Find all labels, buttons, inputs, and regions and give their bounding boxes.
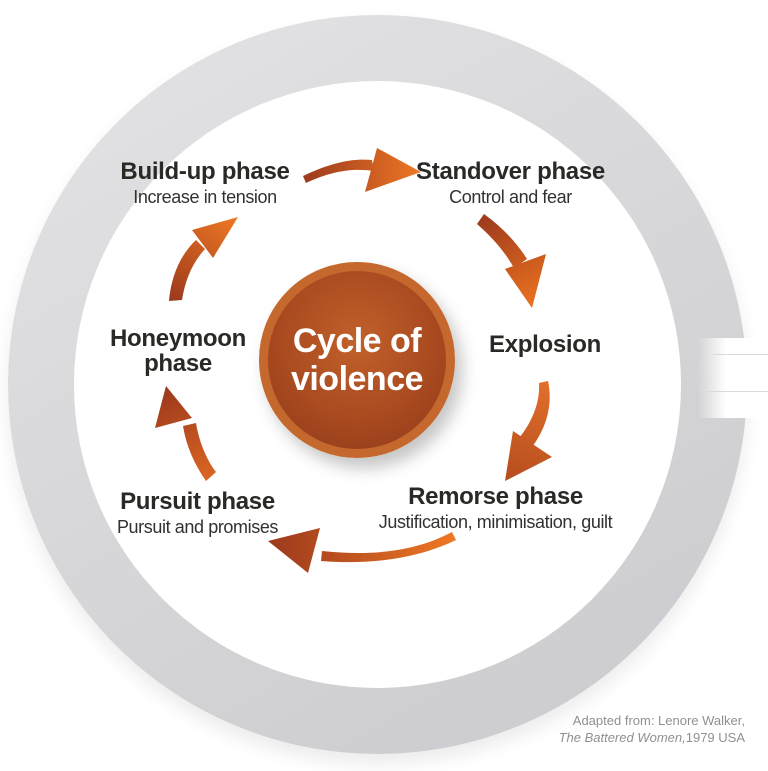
center-title: Cycle of violence xyxy=(268,271,446,449)
phase-subtitle: Increase in tension xyxy=(133,187,277,208)
attribution-book-title: The Battered Women, xyxy=(558,729,686,745)
attribution-line2: The Battered Women,1979 USA xyxy=(559,730,745,747)
page-edge-line xyxy=(713,354,768,355)
phase-title: Standover phase xyxy=(416,158,605,185)
phase-build-up: Build-up phase Increase in tension xyxy=(90,159,320,208)
phase-standover: Standover phase Control and fear xyxy=(398,159,623,208)
phase-pursuit: Pursuit phase Pursuit and promises xyxy=(85,489,310,538)
phase-title: Pursuit phase xyxy=(120,488,275,515)
phase-honeymoon: Honeymoon phase xyxy=(90,325,266,378)
center-title-line1: Cycle of xyxy=(292,321,422,360)
arrow-remorse-to-pursuit-icon xyxy=(268,528,456,573)
arrow-standover-to-explosion-icon xyxy=(477,214,546,308)
center-title-line2: violence xyxy=(290,360,424,398)
phase-title-line2: phase xyxy=(144,350,212,378)
attribution: Adapted from: Lenore Walker, The Battere… xyxy=(559,713,745,747)
attribution-line1: Adapted from: Lenore Walker, xyxy=(572,713,745,728)
phase-subtitle: Control and fear xyxy=(449,187,572,208)
phase-subtitle: Justification, minimisation, guilt xyxy=(378,512,613,533)
center-circle: Cycle of violence xyxy=(259,262,455,458)
phase-subtitle: Pursuit and promises xyxy=(116,517,279,538)
arrow-explosion-to-remorse-icon xyxy=(505,381,552,481)
phase-title: Build-up phase xyxy=(120,158,290,185)
phase-title: Explosion xyxy=(489,331,601,358)
page-edge-artifact xyxy=(698,338,768,418)
page-edge-line xyxy=(700,391,768,392)
phase-explosion: Explosion xyxy=(460,332,630,357)
arrow-pursuit-to-honeymoon-icon xyxy=(155,386,216,481)
attribution-year: 1979 USA xyxy=(685,729,745,745)
phase-title-line1: Honeymoon xyxy=(110,325,246,352)
phase-title: Remorse phase xyxy=(408,483,583,510)
arrow-buildup-to-standover-icon xyxy=(303,148,421,192)
phase-remorse: Remorse phase Justification, minimisatio… xyxy=(368,484,623,533)
arrow-honeymoon-to-buildup-icon xyxy=(169,217,238,301)
